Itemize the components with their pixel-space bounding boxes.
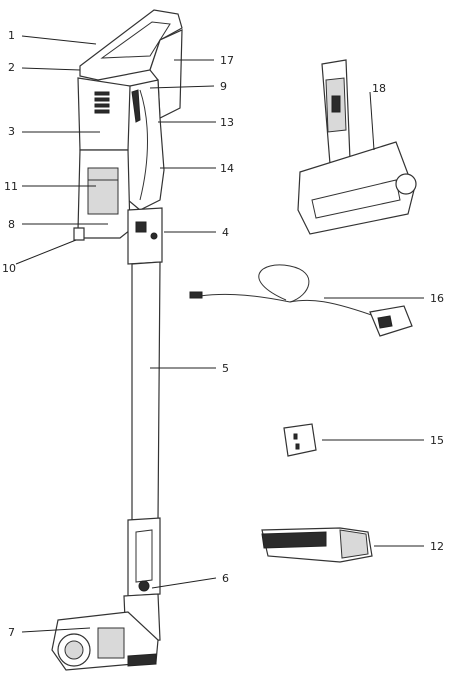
brush-head: [297, 141, 415, 235]
callout-6: 6: [222, 572, 229, 585]
callout-1: 1: [8, 29, 15, 42]
callout-12: 12: [430, 540, 444, 553]
callout-5: 5: [222, 362, 229, 375]
leader-lines: [15, 35, 424, 633]
charger-adapter-prongs: [377, 315, 393, 329]
brush-head-window: [311, 179, 401, 219]
leader-9: [149, 85, 215, 89]
charger-plug: [189, 291, 203, 299]
leader-7: [21, 627, 91, 633]
handle-body: [125, 79, 165, 211]
wall-mount-plate: [283, 423, 317, 457]
callout-labels: 1 2 3 4 5 6 7 8 9 10 11 12 13 14 15 16 1…: [2, 29, 444, 639]
lower-connector-button: [138, 580, 150, 592]
callout-18: 18: [372, 82, 386, 95]
callout-15: 15: [430, 434, 444, 447]
callout-13: 13: [220, 116, 234, 129]
wall-mount-hole-top: [293, 433, 298, 440]
callout-10: 10: [2, 262, 16, 275]
leader-1: [21, 35, 97, 45]
motor-body: [77, 77, 131, 151]
leader-2: [21, 67, 81, 71]
callout-2: 2: [8, 61, 15, 74]
connector-pin: [150, 232, 158, 240]
motorized-brush: [297, 59, 417, 235]
leader-10: [15, 239, 77, 265]
connector-button: [135, 221, 147, 233]
filter: [87, 167, 119, 215]
leader-18: [369, 91, 375, 151]
brush-tool-nozzle: [339, 529, 369, 559]
handle-top-inner: [100, 21, 171, 59]
dust-cup-latch: [73, 227, 85, 241]
leader-6: [151, 577, 217, 589]
callout-14: 14: [220, 162, 234, 175]
trigger-switch: [131, 89, 141, 123]
callout-3: 3: [8, 125, 15, 138]
callout-11: 11: [4, 180, 18, 193]
floor-head-brush-strip: [127, 653, 157, 667]
motor-vent-grille: [94, 91, 110, 114]
callout-7: 7: [8, 626, 15, 639]
callout-9: 9: [220, 80, 227, 93]
extension-tube: [131, 261, 161, 521]
wall-mount-hole-bottom: [295, 443, 300, 450]
callout-17: 17: [220, 54, 234, 67]
callout-8: 8: [8, 218, 15, 231]
charger-cable-loop: [258, 264, 310, 303]
stick-vacuum: [51, 9, 183, 671]
lower-connector-slot: [135, 529, 153, 583]
charger: [189, 264, 413, 337]
wall-mount: [283, 423, 317, 457]
callout-4: 4: [222, 226, 229, 239]
brush-tool-bristles: [261, 531, 327, 549]
brush-tool: [261, 527, 373, 563]
brush-head-end-cap: [395, 173, 417, 195]
brush-neck-button: [331, 95, 341, 113]
callout-16: 16: [430, 292, 444, 305]
handle-body-curve: [139, 89, 148, 201]
floor-head-wheel-hub: [64, 640, 84, 660]
floor-head-window: [97, 627, 125, 659]
